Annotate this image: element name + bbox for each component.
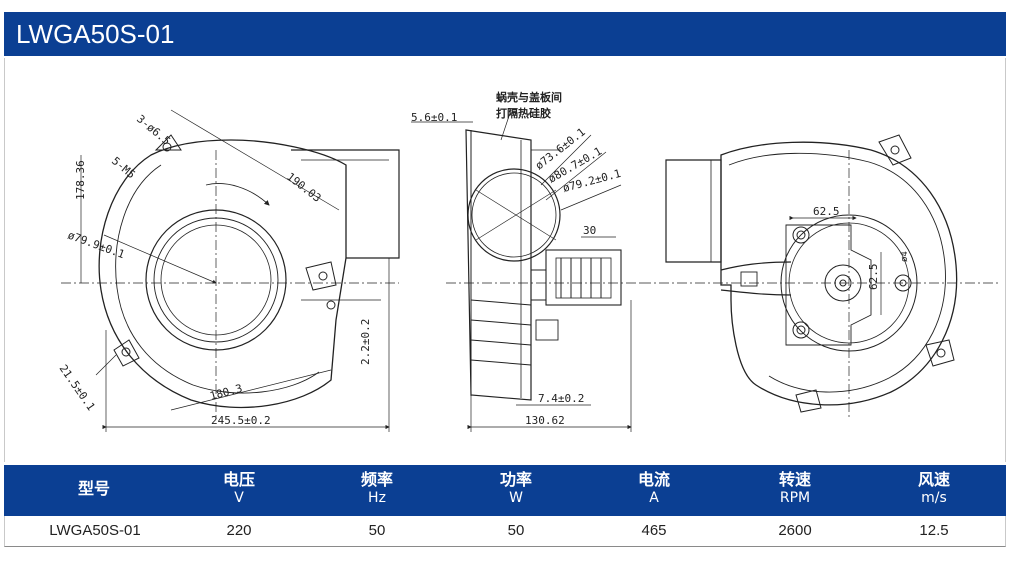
header-frequency: 频率 Hz [360,470,393,507]
page-title: LWGA50S-01 [16,19,175,49]
header-airflow: 风速 m/s [917,470,950,507]
dim-62-5: 62.5 [813,205,840,218]
cell-airflow: 12.5 [919,522,949,539]
header-speed: 转速 RPM [778,470,811,507]
title-bar: LWGA50S-01 [4,12,1006,56]
cell-voltage: 220 [226,522,252,539]
front-view-labels: 3-ø6.5 5-M5 178.36 190.03 ø79.9±0.1 2.2±… [57,112,372,427]
dim-190: 190.03 [284,170,323,205]
dim-245: 245.5±0.2 [211,414,271,427]
cell-model: LWGA50S-01 [49,522,141,539]
cell-frequency: 50 [368,522,386,539]
spec-table-header: 型号 电压 V 频率 Hz 功率 W 电流 A 转速 RPM 风速 m/s [4,465,1006,516]
dim-hole: ø4 [900,251,910,262]
front-view [61,109,400,432]
dim-5-6: 5.6±0.1 [411,111,457,124]
dim-2-2: 2.2±0.2 [359,319,372,365]
side-view [411,109,641,432]
technical-drawing-area: 3-ø6.5 5-M5 178.36 190.03 ø79.9±0.1 2.2±… [4,58,1006,462]
cell-speed: 2600 [778,522,812,539]
header-power: 功率 W [499,470,532,507]
cell-power: 50 [507,522,525,539]
back-view-labels: 62.5 62.5 ø4 [813,205,910,290]
dim-screw-b: 5-M5 [109,154,138,181]
technical-drawing: 3-ø6.5 5-M5 178.36 190.03 ø79.9±0.1 2.2±… [57,90,1001,432]
dim-7-4: 7.4±0.2 [538,392,584,405]
dim-178: 178.36 [74,160,87,200]
dim-inlet-diameter: ø79.9±0.1 [66,229,126,262]
header-model: 型号 [77,479,110,498]
dim-30: 30 [583,224,596,237]
dim-62-5-vertical: 62.5 [867,264,880,291]
dim-screw-a: 3-ø6.5 [134,112,173,148]
header-current: 电流 A [637,470,670,507]
dim-21-5: 21.5±0.1 [57,362,98,413]
header-voltage: 电压 V [222,470,255,507]
table-row: LWGA50S-01 220 50 50 465 2600 12.5 [4,516,1006,547]
note-line-2: 打隔热硅胶 [496,106,551,120]
note-line-1: 蜗壳与盖板间 [496,90,562,104]
cell-current: 465 [641,522,667,539]
back-view [641,134,1001,420]
dim-180: 180.3 [208,382,243,403]
dim-130: 130.62 [525,414,565,427]
